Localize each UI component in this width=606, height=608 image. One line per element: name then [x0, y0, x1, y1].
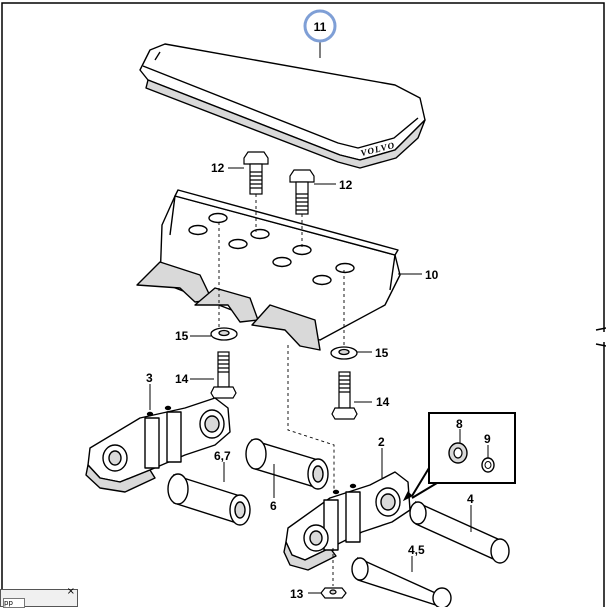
callout-8: 8 — [456, 417, 463, 431]
track-pad — [139, 43, 426, 169]
callout-10: 10 — [425, 268, 439, 282]
washer-15-right — [330, 346, 358, 360]
callout-14-left: 14 — [175, 372, 189, 386]
callout-labels: 11 12 12 10 15 15 14 14 3 6,7 6 2 8 9 4 … — [146, 20, 491, 601]
callout-11: 11 — [314, 20, 327, 34]
bushing-6 — [245, 438, 329, 490]
callout-6: 6 — [270, 499, 277, 513]
callout-11-highlight — [303, 9, 337, 43]
washer-15-left — [210, 327, 238, 341]
track-shoe — [136, 189, 401, 351]
pin-4 — [409, 500, 510, 564]
mini-window[interactable]: × pp — [0, 586, 78, 608]
callout-15-left: 15 — [175, 329, 189, 343]
bolt-12-right — [289, 169, 315, 215]
close-icon[interactable]: × — [66, 586, 75, 597]
callout-15-right: 15 — [375, 346, 389, 360]
track-link-left — [85, 397, 231, 493]
seal-8 — [448, 442, 468, 464]
callout-4-5: 4,5 — [408, 543, 425, 557]
callout-9: 9 — [484, 432, 491, 446]
assembly-lines — [218, 194, 345, 490]
callout-6-7: 6,7 — [214, 449, 231, 463]
callout-12-left: 12 — [211, 161, 225, 175]
callout-4: 4 — [467, 492, 474, 506]
detail-inset — [402, 412, 516, 502]
bolt-12-left — [243, 151, 269, 195]
bolt-14-right — [331, 371, 358, 420]
pin-45 — [351, 556, 452, 607]
callout-2: 2 — [378, 435, 385, 449]
callout-3: 3 — [146, 371, 153, 385]
leader-lines — [149, 40, 489, 594]
callout-14-right: 14 — [376, 395, 390, 409]
bushing-67 — [167, 473, 251, 526]
callout-12-right: 12 — [339, 178, 353, 192]
bolt-14-left — [210, 351, 237, 399]
nut-13 — [320, 587, 347, 599]
track-link-right — [283, 471, 411, 571]
ring-9 — [481, 457, 495, 473]
callout-13: 13 — [290, 587, 304, 601]
